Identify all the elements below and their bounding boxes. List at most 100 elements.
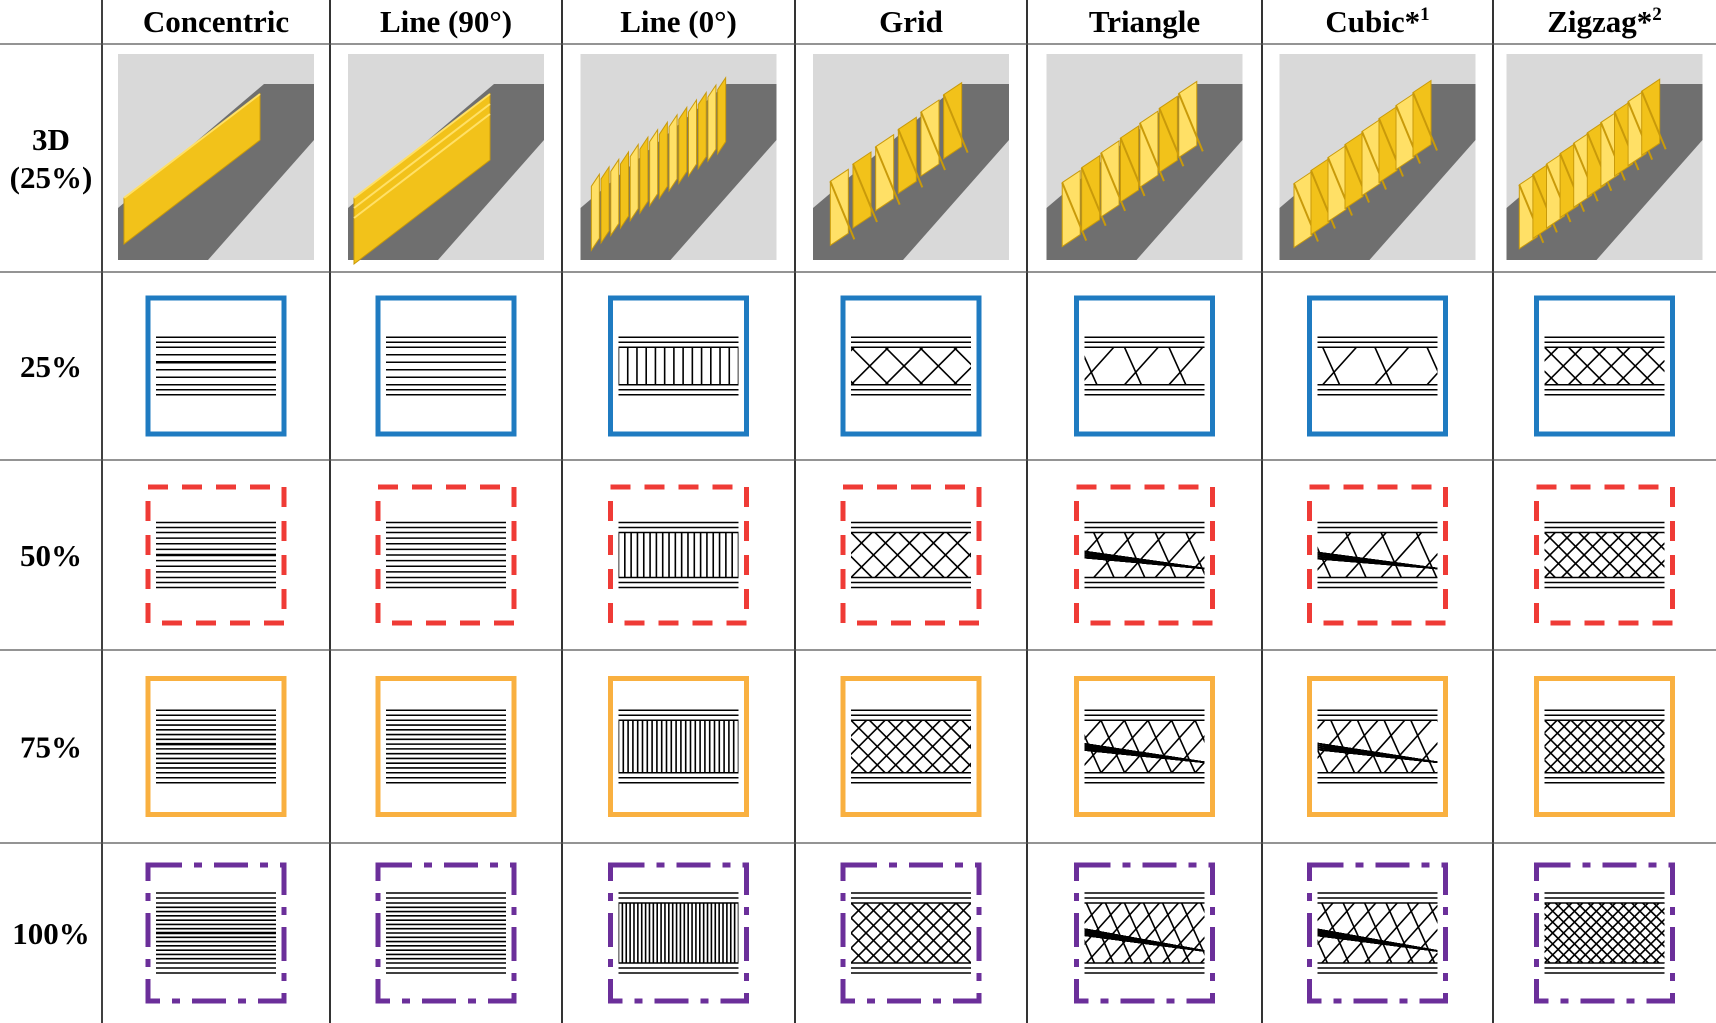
infill-line <box>1147 720 1196 773</box>
infill-line <box>1084 939 1096 963</box>
infill-panel <box>1178 80 1198 159</box>
infill-panel <box>668 113 678 193</box>
infill-line <box>961 720 971 731</box>
infill-line <box>813 347 830 385</box>
infill-line <box>884 347 924 385</box>
infill-line <box>1317 748 1438 764</box>
infill-pattern <box>156 353 276 379</box>
infill-line <box>1451 720 1504 773</box>
pattern-cell-grid <box>666 676 1089 817</box>
infill-line <box>1084 556 1205 570</box>
infill-line <box>1478 720 1531 773</box>
render-infill <box>1293 79 1438 249</box>
infill-strip <box>386 709 506 784</box>
infill-line <box>1487 533 1507 578</box>
infill-line <box>1063 533 1083 578</box>
infill-line <box>1271 347 1288 385</box>
infill-line <box>1321 347 1341 385</box>
infill-line <box>1309 533 1350 578</box>
infill-line <box>1558 533 1599 578</box>
infill-line <box>999 720 1051 773</box>
infill-line <box>993 533 1013 578</box>
infill-line <box>1561 532 1608 578</box>
infill-line <box>1329 347 1367 385</box>
infill-line <box>1639 359 1665 385</box>
infill-line <box>1123 720 1173 773</box>
infill-line <box>1544 720 1571 748</box>
infill-line <box>983 720 1030 773</box>
infill-line <box>1522 533 1542 578</box>
infill-line <box>1583 720 1638 773</box>
infill-line <box>851 903 897 950</box>
infill-line <box>1476 533 1521 578</box>
infill-line <box>991 903 1045 963</box>
infill-line <box>1442 533 1487 578</box>
infill-panel <box>897 116 917 195</box>
density-frame <box>1534 295 1675 437</box>
infill-line <box>1220 903 1274 963</box>
infill-line <box>666 720 719 773</box>
pattern-cell-concentric <box>145 862 287 1004</box>
infill-line <box>1031 903 1091 963</box>
infill-line <box>1224 720 1271 773</box>
infill-line <box>1162 915 1205 963</box>
infill-line <box>796 720 849 773</box>
infill-line <box>1340 533 1360 578</box>
density-frame <box>840 676 982 817</box>
column-header-label: Grid <box>879 4 943 39</box>
infill-line <box>1142 903 1172 963</box>
infill-line <box>1104 903 1134 963</box>
infill-line <box>611 347 649 385</box>
infill-line <box>942 743 971 773</box>
infill-line <box>1305 720 1358 773</box>
infill-line <box>795 720 842 773</box>
infill-line <box>1697 903 1716 963</box>
infill-line <box>1491 720 1515 773</box>
infill-line <box>1432 533 1473 578</box>
infill-line <box>1340 533 1381 578</box>
infill-line <box>868 720 923 773</box>
infill-panel <box>590 172 600 252</box>
infill-line <box>1600 903 1627 963</box>
infill-line <box>1224 720 1248 773</box>
infill-line <box>1154 532 1177 578</box>
column-header-label: Zigzag* <box>1547 4 1652 39</box>
infill-line <box>1001 903 1061 963</box>
infill-line <box>1665 903 1692 963</box>
infill-line <box>953 347 971 366</box>
infill-line <box>1030 720 1054 773</box>
infill-line <box>725 903 779 963</box>
infill-line <box>1642 903 1665 926</box>
infill-line <box>1036 720 1089 773</box>
infill-line <box>1258 903 1312 963</box>
infill-line <box>960 720 1007 773</box>
infill-line <box>1597 720 1651 773</box>
infill-line <box>1170 734 1205 773</box>
render-infill <box>353 92 491 266</box>
infill-panel <box>1641 78 1661 157</box>
infill-line <box>1010 903 1064 963</box>
infill-line <box>1544 903 1606 963</box>
column-header-triangle: Triangle <box>1089 4 1200 39</box>
render-infill <box>1061 80 1204 248</box>
infill-line <box>1358 720 1411 773</box>
infill-line <box>1123 532 1146 578</box>
infill-strip <box>1084 521 1473 589</box>
density-frame <box>1074 295 1215 437</box>
infill-line <box>995 533 1040 578</box>
infill-line <box>611 533 656 578</box>
infill-panel <box>1361 118 1381 197</box>
infill-line <box>1129 903 1183 963</box>
render-3d-line0 <box>580 54 777 260</box>
infill-line <box>1383 720 1433 773</box>
infill-line <box>1172 903 1226 963</box>
infill-line <box>1491 720 1538 773</box>
infill-line <box>1198 720 1245 773</box>
infill-line <box>1360 720 1407 773</box>
infill-line <box>683 533 728 578</box>
infill-line <box>1449 347 1487 385</box>
infill-line <box>755 533 800 578</box>
infill-line <box>1620 918 1665 963</box>
pattern-cell-zigzag <box>1442 484 1675 626</box>
infill-strip <box>1329 336 1665 396</box>
